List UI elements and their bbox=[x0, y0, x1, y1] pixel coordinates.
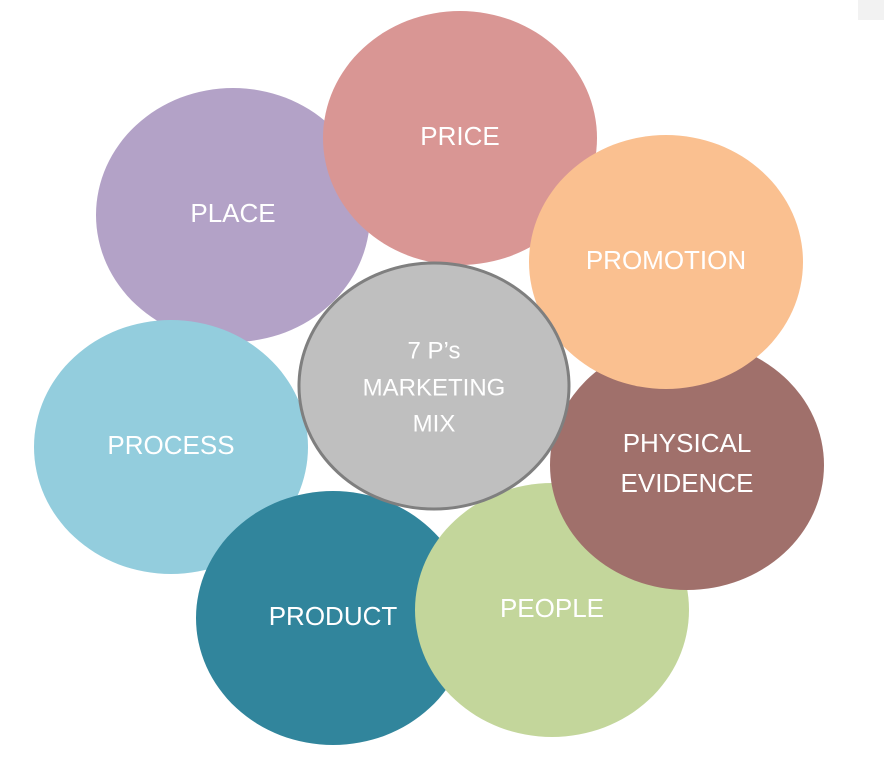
place-label: PLACE bbox=[190, 198, 275, 228]
process-label: PROCESS bbox=[107, 430, 234, 460]
price-label: PRICE bbox=[420, 121, 499, 151]
promotion-ellipse bbox=[529, 135, 803, 389]
center-circle: 7 P’s MARKETING MIX bbox=[297, 261, 571, 511]
circle-price: PRICE bbox=[323, 11, 597, 265]
physical-evidence-label: PHYSICAL bbox=[623, 428, 752, 458]
circle-promotion: PROMOTION bbox=[529, 135, 803, 389]
circle-physical-evidence: PHYSICAL EVIDENCE bbox=[550, 340, 824, 590]
circle-product: PRODUCT bbox=[196, 491, 470, 745]
physical-evidence-label: EVIDENCE bbox=[621, 468, 754, 498]
product-ellipse bbox=[196, 491, 470, 745]
center-line-3: MIX bbox=[413, 410, 456, 437]
product-label: PRODUCT bbox=[269, 601, 398, 631]
process-ellipse bbox=[34, 320, 308, 574]
circle-process: PROCESS bbox=[34, 320, 308, 574]
center-line-2: MARKETING bbox=[363, 374, 506, 401]
price-ellipse bbox=[323, 11, 597, 265]
promotion-label: PROMOTION bbox=[586, 245, 746, 275]
corner-artifact bbox=[858, 0, 884, 20]
physical-evidence-ellipse bbox=[550, 340, 824, 590]
center-line-1: 7 P’s bbox=[408, 337, 461, 364]
people-label: PEOPLE bbox=[500, 593, 604, 623]
circle-place: PLACE bbox=[96, 88, 370, 342]
place-ellipse bbox=[96, 88, 370, 342]
